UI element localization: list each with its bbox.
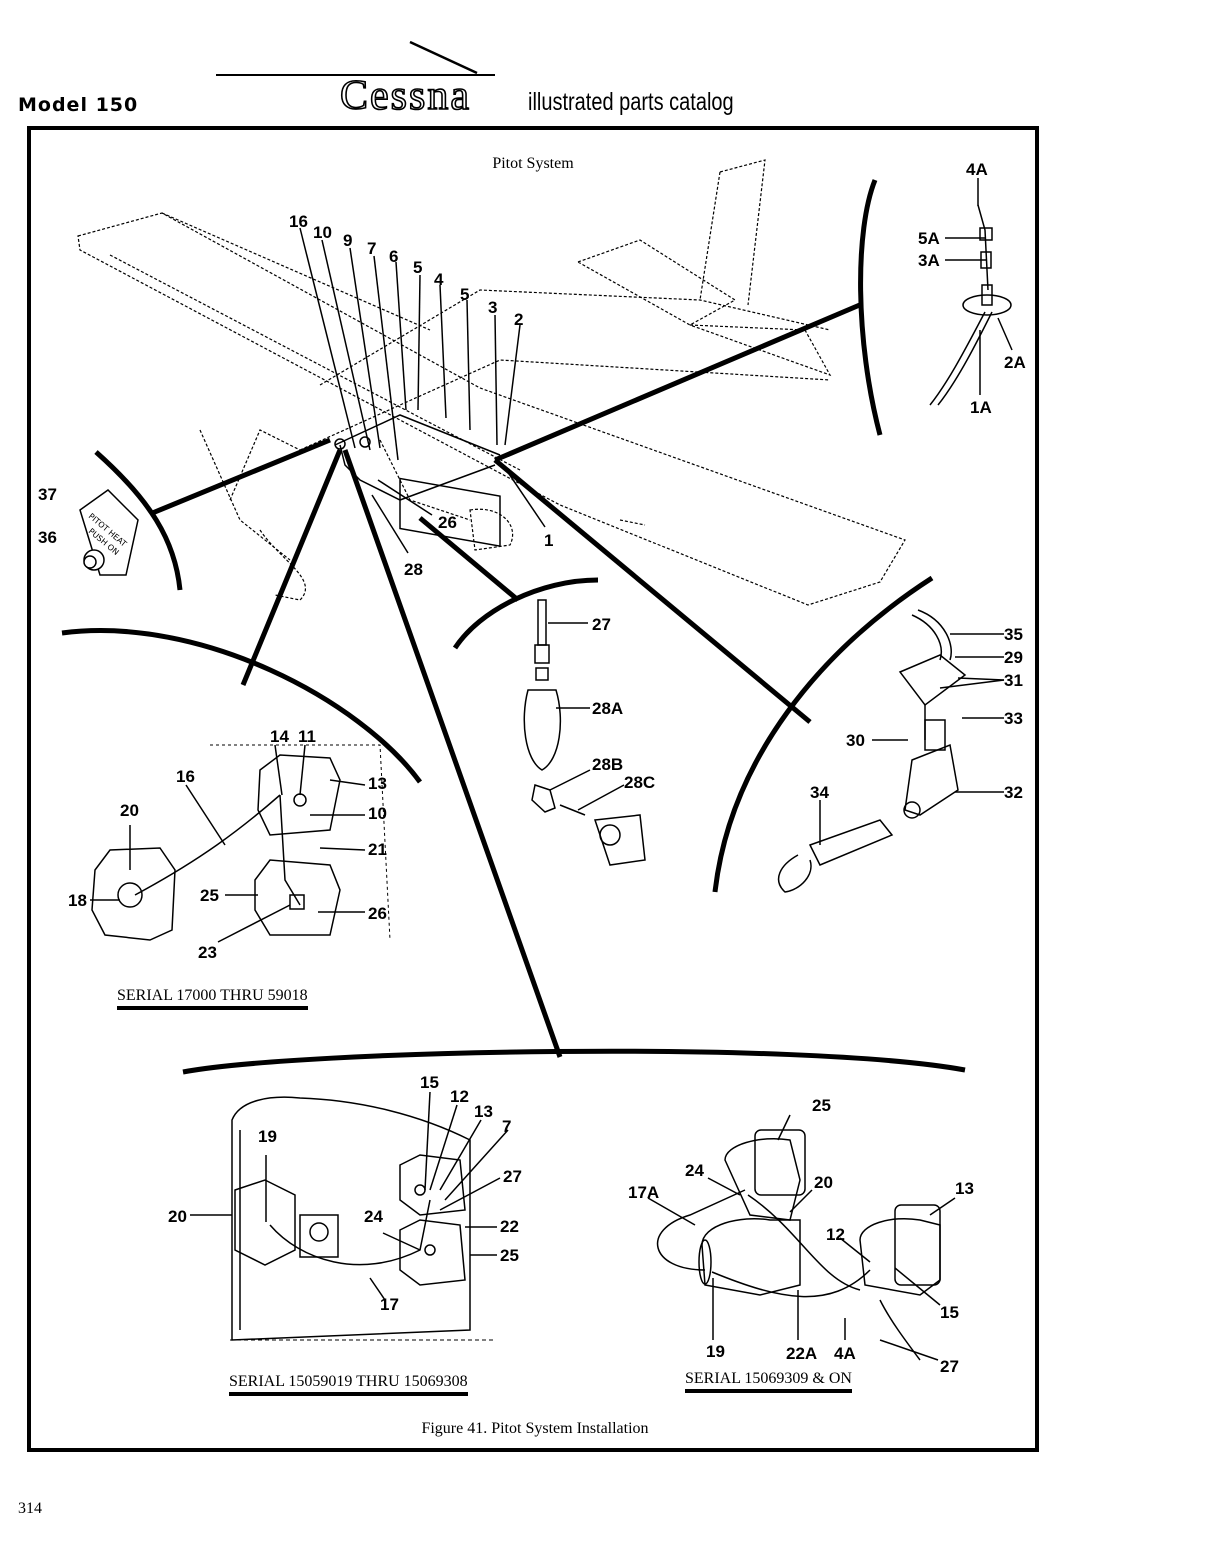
- sump-detail: [523, 599, 646, 866]
- callout-37: 37: [38, 485, 57, 504]
- callout-28B: 28B: [592, 755, 623, 774]
- serial-label-3: SERIAL 15069309 & ON: [685, 1370, 852, 1393]
- callout-22: 22: [500, 1217, 519, 1236]
- callout-5A: 5A: [918, 229, 940, 248]
- callout-25: 25: [200, 886, 219, 905]
- callout-22A: 22A: [786, 1344, 817, 1363]
- callout-19b: 19: [706, 1342, 725, 1361]
- callout-26: 26: [438, 513, 457, 532]
- callout-24: 24: [364, 1207, 383, 1226]
- serial-label-2: SERIAL 15059019 THRU 15069308: [229, 1373, 468, 1396]
- top-leaders: [299, 227, 546, 554]
- callout-1: 1: [544, 531, 553, 550]
- callout-13c: 13: [955, 1179, 974, 1198]
- pitot-tubing: [334, 414, 501, 548]
- callout-28: 28: [404, 560, 423, 579]
- callout-27c: 27: [940, 1357, 959, 1376]
- callout-labels: 16 10 9 7 6 5 4 5 3 2 1 26 28 37 36 4A 5…: [38, 160, 1026, 1376]
- callout-4A: 4A: [966, 160, 988, 179]
- callout-15: 15: [420, 1073, 439, 1092]
- callout-3: 3: [488, 298, 497, 317]
- callout-16b: 16: [176, 767, 195, 786]
- callout-17: 17: [380, 1295, 399, 1314]
- callout-12: 12: [450, 1087, 469, 1106]
- callout-21: 21: [368, 840, 387, 859]
- callout-1A: 1A: [970, 398, 992, 417]
- callout-34: 34: [810, 783, 829, 802]
- callout-27: 27: [592, 615, 611, 634]
- callout-35: 35: [1004, 625, 1023, 644]
- callout-31: 31: [1004, 671, 1023, 690]
- callout-23: 23: [198, 943, 217, 962]
- callout-20b: 20: [168, 1207, 187, 1226]
- cessna-logo: Cessna: [339, 72, 471, 120]
- callout-20: 20: [120, 801, 139, 820]
- callout-30: 30: [846, 731, 865, 750]
- callout-7: 7: [367, 239, 376, 258]
- callout-2: 2: [514, 310, 523, 329]
- callout-6: 6: [389, 247, 398, 266]
- callout-36: 36: [38, 528, 57, 547]
- figure-caption: Figure 41. Pitot System Installation: [421, 1420, 649, 1437]
- pitot-fitting-detail: [929, 178, 1013, 406]
- serial-17000-detail: [90, 744, 391, 943]
- callout-28C: 28C: [624, 773, 655, 792]
- figure-frame: [27, 126, 1039, 1452]
- callout-2A: 2A: [1004, 353, 1026, 372]
- serial-15069309-detail: [647, 1114, 956, 1361]
- callout-25c: 25: [812, 1096, 831, 1115]
- callout-29: 29: [1004, 648, 1023, 667]
- callout-11: 11: [298, 727, 316, 746]
- callout-7b: 7: [502, 1117, 511, 1136]
- serial-label-1: SERIAL 17000 THRU 59018: [117, 987, 308, 1010]
- detail-view-borders: [61, 179, 966, 1075]
- callout-12b: 12: [826, 1225, 845, 1244]
- pitot-heat-switch: [79, 489, 139, 576]
- callout-14: 14: [270, 727, 289, 746]
- callout-17A: 17A: [628, 1183, 659, 1202]
- serial-15059019-detail: [190, 1091, 509, 1341]
- callout-16: 16: [289, 212, 308, 231]
- callout-28A: 28A: [592, 699, 623, 718]
- callout-18: 18: [68, 891, 87, 910]
- callout-13b: 13: [474, 1102, 493, 1121]
- airplane-outline: [77, 159, 906, 606]
- callout-10: 10: [313, 223, 332, 242]
- callout-27b: 27: [503, 1167, 522, 1186]
- callout-26b: 26: [368, 904, 387, 923]
- callout-13: 13: [368, 774, 387, 793]
- callout-25b: 25: [500, 1246, 519, 1265]
- callout-19: 19: [258, 1127, 277, 1146]
- detail-connectors: [149, 301, 863, 1058]
- callout-24b: 24: [685, 1161, 704, 1180]
- callout-15b: 15: [940, 1303, 959, 1322]
- callout-5b: 5: [460, 285, 469, 304]
- callout-32: 32: [1004, 783, 1023, 802]
- callout-33: 33: [1004, 709, 1023, 728]
- page-number: 314: [18, 1500, 42, 1517]
- callout-9: 9: [343, 231, 352, 250]
- callout-3A: 3A: [918, 251, 940, 270]
- header-rules: [216, 40, 495, 76]
- callout-10b: 10: [368, 804, 387, 823]
- callout-20c: 20: [814, 1173, 833, 1192]
- callout-4Ab: 4A: [834, 1344, 856, 1363]
- catalog-title: illustrated parts catalog: [528, 88, 734, 116]
- model-label: Model 150: [18, 94, 139, 116]
- figure-title: Pitot System: [492, 155, 574, 172]
- callout-4: 4: [434, 270, 444, 289]
- pitot-tube-detail: [777, 609, 1005, 893]
- callout-5: 5: [413, 258, 422, 277]
